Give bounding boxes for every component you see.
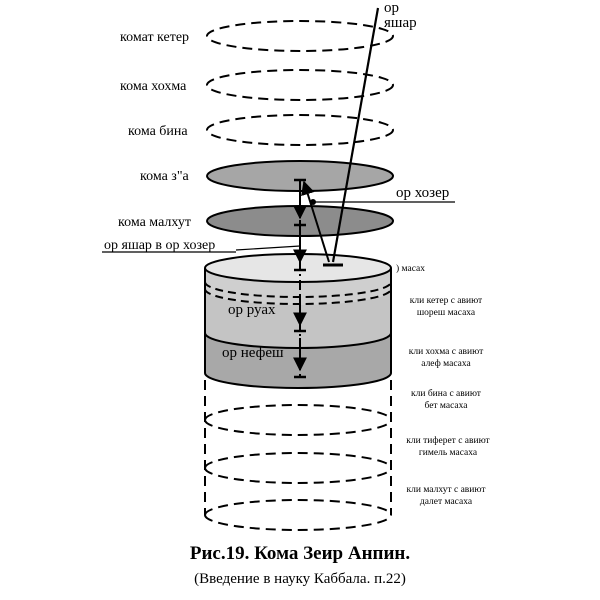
label-koma-malhut: кома малхут [118, 215, 191, 230]
ring-koma-bina [206, 114, 394, 146]
kli-bina-line2: бет масаха [424, 400, 468, 411]
masah-dashed-edge-2 [204, 288, 392, 305]
label-koma-bina: кома бина [128, 124, 188, 139]
label-masah: ) масах [396, 263, 425, 274]
kli-hohma-line1: кли хохма с авиют [409, 347, 484, 357]
label-or-yashar-v-or-hozer: ор яшар в ор хозер [104, 238, 215, 253]
label-or-top: ор [384, 0, 399, 16]
ring-koma-hohma [206, 69, 394, 101]
kli-tiferet-line1: кли тиферет с авиют [406, 435, 490, 446]
kli-malhut-line1: кли малхут с авиют [407, 485, 487, 495]
masah-text: масах [402, 264, 426, 274]
ruah-nefesh-boundary [204, 332, 392, 349]
nefesh-bottom-edge [204, 372, 392, 389]
lower-ring-tiferet [204, 404, 392, 436]
kli-tiferet-line2: гимель масаха [419, 448, 478, 458]
masah-bracket: ) [396, 263, 402, 274]
or-hozer-dot [310, 199, 316, 205]
label-koma-hohma: кома хохма [120, 79, 187, 94]
lower-ring-malhut [204, 452, 392, 484]
or-yashar-v-or-hozer-pointer [235, 245, 301, 251]
kli-malhut-line2: далет масаха [420, 497, 473, 507]
label-koma-za: кома з"а [140, 169, 190, 184]
label-or-ruah: ор руах [228, 302, 276, 318]
ring-komat-keter [206, 20, 394, 52]
disc-masah-top [204, 253, 392, 283]
label-yashar-top: яшар [384, 15, 417, 31]
kli-keter-line2: шореш масаха [417, 308, 476, 318]
label-or-nefesh: ор нефеш [222, 345, 284, 361]
kli-keter-line1: кли кетер с авиют [410, 296, 483, 306]
or-yashar-ray [331, 7, 380, 263]
kli-hohma-line2: алеф масаха [421, 358, 471, 369]
caption-source: (Введение в науку Каббала. п.22) [194, 571, 406, 587]
masah-dashed-edge-1 [204, 281, 392, 298]
label-or-hozer: ор хозер [396, 185, 449, 201]
caption-title: Рис.19. Кома Зеир Анпин. [190, 543, 410, 564]
lower-ring-bottom [204, 499, 392, 531]
label-komat-keter: комат кетер [120, 30, 189, 45]
or-hozer-ray [301, 180, 330, 263]
kli-bina-line1: кли бина с авиют [411, 388, 482, 399]
